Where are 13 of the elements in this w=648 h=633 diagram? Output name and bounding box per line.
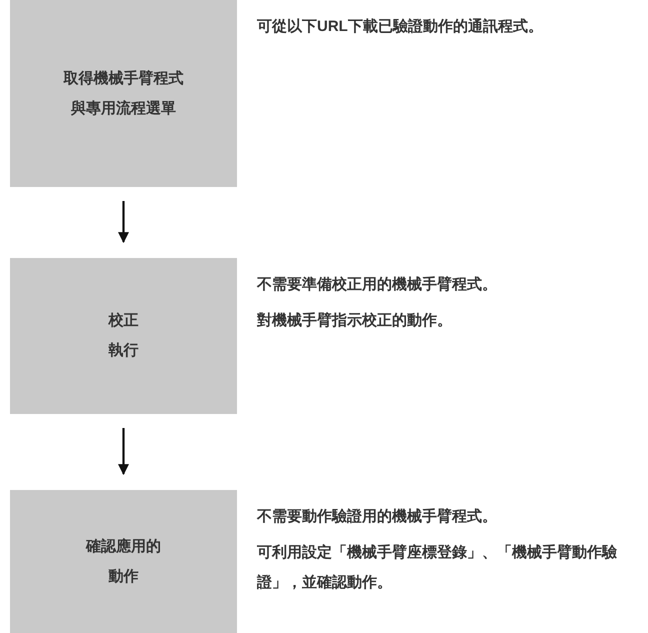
process-box	[10, 490, 237, 633]
description-text: 不需要準備校正用的機械手臂程式。	[257, 275, 498, 295]
arrow	[118, 428, 129, 476]
arrow	[118, 201, 129, 244]
box-label: 確認應用的動作	[84, 536, 162, 586]
process-box	[10, 0, 237, 187]
description-text: 對機械手臂指示校正的動作。	[257, 311, 453, 331]
box-label: 校正執行	[107, 311, 140, 361]
process-box	[10, 258, 237, 414]
description-text: 可利用設定「機械手臂座標登錄」、「機械手臂動作驗證」，並確認動作。	[257, 543, 618, 593]
box-label: 取得機械手臂程式與專用流程選單	[62, 68, 184, 118]
description-text: 不需要動作驗證用的機械手臂程式。	[257, 507, 498, 527]
description-text: 可從以下URL下載已驗證動作的通訊程式。	[257, 17, 544, 37]
